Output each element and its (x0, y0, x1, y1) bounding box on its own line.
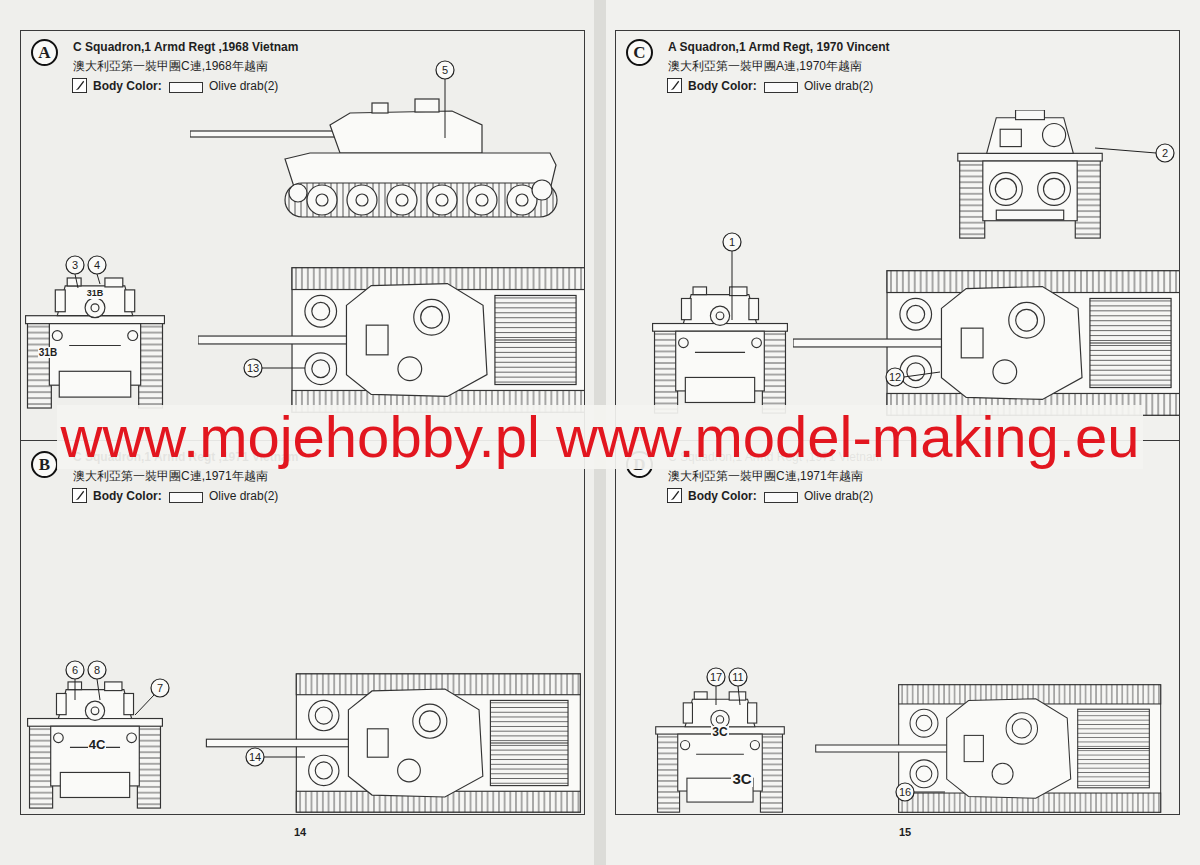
drawing-part (904, 372, 940, 377)
tank-front-view (653, 287, 788, 413)
vehicle-marking: 3C (711, 726, 728, 739)
brush-icon (72, 488, 86, 502)
drawing-part (738, 686, 740, 705)
callout-number: 13 (244, 359, 262, 377)
scheme-a-views (26, 99, 589, 412)
callout-number: 7 (151, 679, 169, 697)
page-number: 14 (294, 826, 306, 838)
drawing-part (75, 274, 78, 288)
scheme-c-views (653, 110, 1184, 415)
scheme-panel: C Squadron,1 Armd Regt ,1971 Vietnam澳大利亞… (615, 440, 1180, 815)
drawing-part (896, 783, 914, 801)
drawing-part (886, 368, 904, 386)
tank-top-view (816, 685, 1161, 813)
callout-number: 3 (66, 256, 84, 274)
drawing-part (66, 256, 84, 274)
vehicle-marking: 31B (86, 289, 105, 299)
color-swatch (764, 82, 798, 93)
panel-title: C Squadron,1 Armd Regt ,1968 Vietnam (73, 40, 298, 55)
drawing-part (1156, 144, 1174, 162)
drawing-part (262, 368, 305, 369)
vehicle-marking: 3C (731, 771, 752, 788)
drawing-part (66, 661, 84, 679)
tank-rear-view (958, 110, 1102, 238)
drawing-part (732, 251, 733, 320)
drawing-part (135, 695, 154, 715)
panel-title: A Squadron,1 Armd Regt, 1970 Vincent (668, 40, 890, 55)
scheme-letter-circle: A (31, 39, 58, 66)
scheme-panel: C Squadron,1 Armd Regt ,1968 Vietnam 澳大利亞… (20, 30, 585, 441)
drawing-part (914, 792, 945, 793)
watermark: www.mojehobby.pl www.model-making.eu (57, 405, 1144, 469)
page-number: 15 (899, 826, 911, 838)
callout-number: 14 (246, 748, 264, 766)
chinese-title: 澳大利亞第一裝甲團C連,1968年越南 (73, 59, 268, 74)
tank-front-view (28, 682, 163, 808)
color-name: Olive drab(2) (209, 489, 278, 504)
callout-number: 2 (1156, 144, 1174, 162)
drawing-part (264, 757, 305, 758)
callout-number: 4 (88, 256, 106, 274)
callout-number: 17 (707, 668, 725, 686)
chinese-title: 澳大利亞第一裝甲團C連,1971年越南 (668, 469, 863, 484)
drawing-part (436, 61, 454, 79)
vehicle-marking: 4C (88, 738, 107, 752)
brush-icon (667, 78, 681, 92)
drawing-part (244, 359, 262, 377)
brush-icon (667, 488, 681, 502)
callout-number: 16 (896, 783, 914, 801)
scheme-letter: C (633, 44, 645, 61)
drawing-part (97, 274, 100, 284)
color-swatch (169, 82, 203, 93)
body-color-label: Body Color: (93, 79, 162, 94)
callout-number: 1 (723, 233, 741, 251)
body-color-label: Body Color: (93, 489, 162, 504)
color-name: Olive drab(2) (804, 79, 873, 94)
callout-number: 11 (729, 668, 747, 686)
callout-number: 12 (886, 368, 904, 386)
drawing-part (75, 679, 76, 700)
body-color-label: Body Color: (688, 489, 757, 504)
chinese-title: 澳大利亞第一裝甲團C連,1971年越南 (73, 469, 268, 484)
callout-number: 6 (66, 661, 84, 679)
scheme-b-views (28, 674, 581, 812)
color-name: Olive drab(2) (804, 489, 873, 504)
callout-number: 5 (436, 61, 454, 79)
scheme-letter-circle: C (626, 39, 653, 66)
body-color-label: Body Color: (688, 79, 757, 94)
callout-number: 8 (88, 661, 106, 679)
drawing-part (723, 233, 741, 251)
brush-icon (72, 78, 86, 92)
drawing-part (1095, 148, 1156, 153)
scheme-letter: B (39, 456, 50, 473)
vehicle-marking: 31B (38, 347, 58, 358)
drawing-part (729, 668, 747, 686)
drawing-part (445, 79, 446, 138)
chinese-title: 澳大利亞第一裝甲團A連,1970年越南 (668, 59, 862, 74)
scheme-letter: A (38, 44, 50, 61)
color-swatch (169, 492, 203, 503)
drawing-part (707, 668, 725, 686)
drawing-part (97, 679, 100, 700)
scheme-d-views (656, 685, 1161, 813)
tank-top-view (793, 271, 1184, 416)
tank-top-view (206, 674, 580, 812)
drawing-part (88, 661, 106, 679)
drawing-part (151, 679, 169, 697)
tank-front-view (656, 692, 785, 812)
scheme-panel: C Squadron,1 Armd Regt ,1971 Vietnam澳大利亞… (20, 440, 585, 815)
drawing-part (246, 748, 264, 766)
drawing-part (716, 686, 717, 705)
color-swatch (764, 492, 798, 503)
color-name: Olive drab(2) (209, 79, 278, 94)
drawing-part (88, 256, 106, 274)
tank-front-view (26, 278, 165, 408)
tank-top-view (198, 268, 589, 413)
scheme-letter-circle: B (31, 451, 58, 478)
tank-side-view (190, 99, 557, 217)
